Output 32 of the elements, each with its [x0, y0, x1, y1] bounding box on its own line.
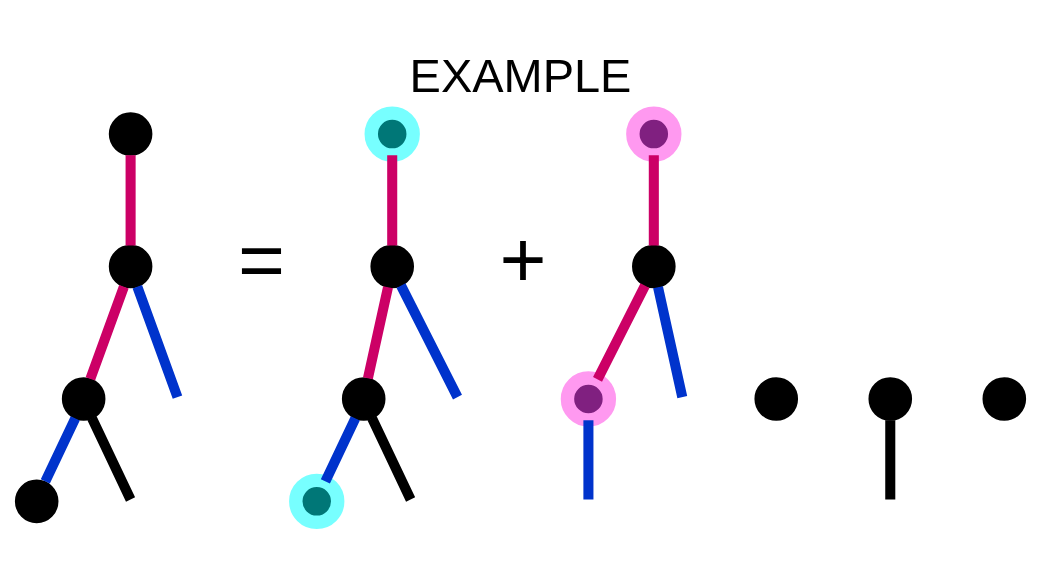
connector [367, 415, 416, 502]
node-circle [61, 376, 106, 421]
label: = [237, 213, 285, 304]
node-circle [370, 244, 414, 288]
label: + [499, 213, 547, 304]
connector [648, 154, 659, 245]
node-circle [982, 376, 1027, 421]
connector [583, 419, 594, 499]
connector [125, 154, 136, 245]
connector [593, 282, 650, 382]
node-circle [289, 473, 345, 529]
connector [653, 285, 688, 398]
diagram-title: EXAMPLE [409, 48, 632, 102]
connector [885, 419, 896, 499]
node-circle [632, 244, 676, 288]
node-circle [560, 370, 617, 427]
connector [387, 154, 398, 245]
connector [85, 284, 129, 381]
connector [40, 415, 80, 484]
connector [396, 282, 462, 399]
node-circle [626, 105, 682, 162]
node-circle [341, 376, 386, 421]
node-circle [868, 376, 913, 421]
node-circle [14, 479, 59, 523]
node-circle [754, 376, 799, 421]
connector [132, 284, 183, 399]
node-circle [364, 105, 420, 162]
node-circle [108, 111, 153, 156]
connector [320, 415, 360, 484]
connector [363, 285, 393, 379]
node-circle [108, 244, 153, 288]
connector [87, 415, 136, 502]
